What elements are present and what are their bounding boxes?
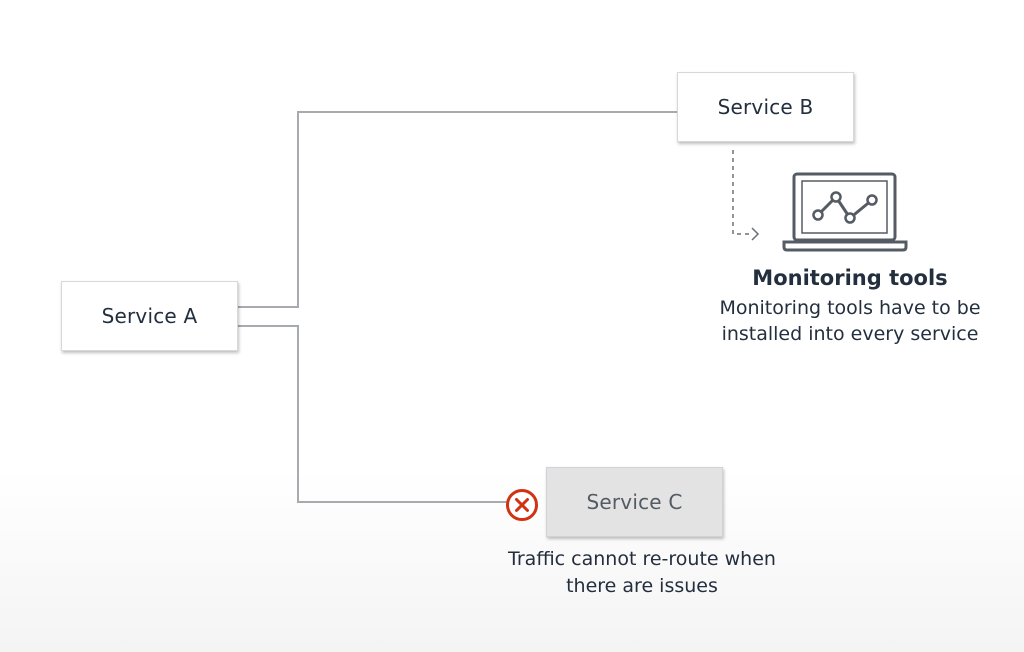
laptop-chart-icon: [782, 172, 908, 252]
dashed-arrow-head: [751, 227, 760, 241]
connector-a-to-b: [238, 111, 677, 308]
service-b-label: Service B: [717, 95, 814, 119]
monitoring-tools-description: Monitoring tools have to be installed in…: [719, 297, 981, 345]
connector-a-to-c: [238, 325, 507, 503]
service-a-label: Service A: [101, 304, 198, 328]
dashed-arrow-b-to-monitoring: [732, 150, 752, 235]
error-x-circle-icon: [506, 489, 538, 521]
monitoring-tools-title: Monitoring tools: [752, 266, 948, 290]
service-a-box: Service A: [61, 281, 238, 351]
service-b-box: Service B: [677, 72, 854, 142]
service-c-box: Service C: [546, 467, 723, 537]
traffic-reroute-note: Traffic cannot re-route when there are i…: [508, 548, 776, 597]
service-c-label: Service C: [586, 490, 683, 514]
